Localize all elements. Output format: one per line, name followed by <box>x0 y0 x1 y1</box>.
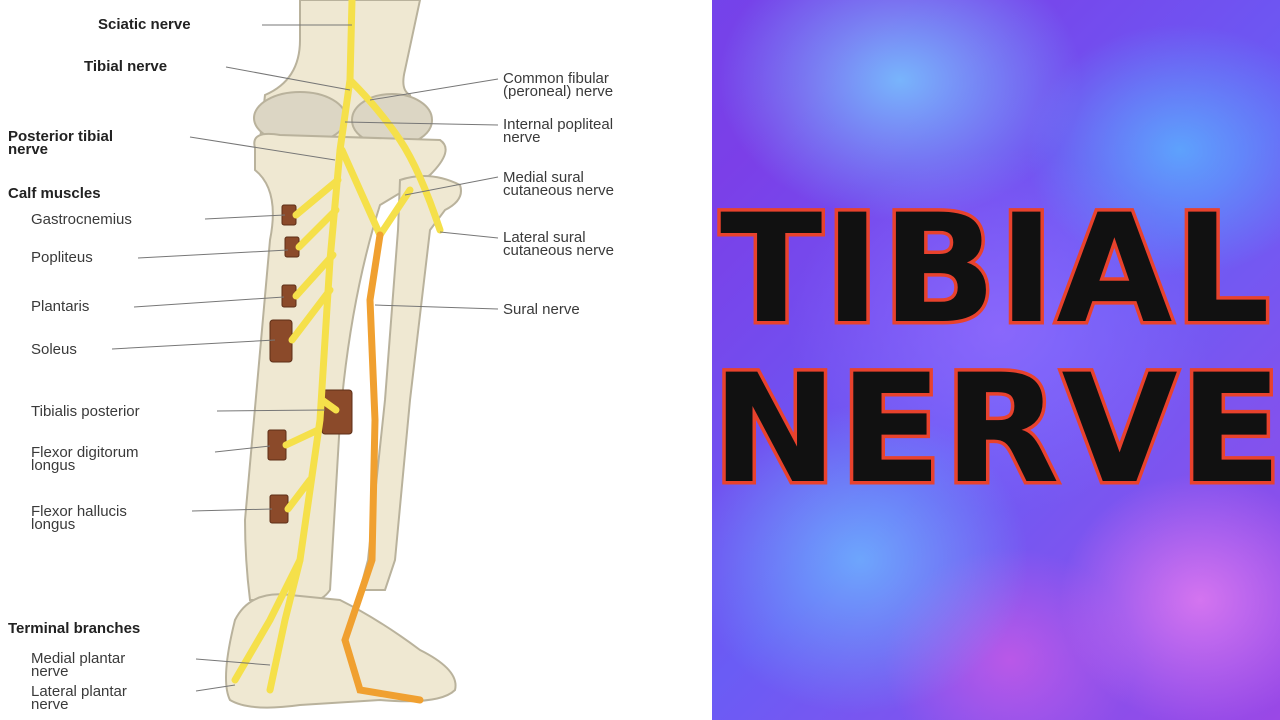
popliteus-branch <box>295 206 340 251</box>
leader-fhl <box>191 508 273 512</box>
label-internal-popliteal-nerve: Internal popliteal nerve <box>503 116 614 146</box>
title-line-nerve: NERVE <box>709 343 1280 517</box>
label-soleus: Soleus <box>31 341 77 358</box>
label-sciatic-nerve: Sciatic nerve <box>98 16 191 33</box>
leader-soleus <box>111 339 276 350</box>
label-medial-plantar-nerve: Medial plantar nerve <box>31 650 126 680</box>
leader-sural <box>374 304 499 310</box>
leader-post-tibial <box>189 136 336 161</box>
label-popliteus: Popliteus <box>31 249 93 266</box>
label-lateral-sural-cutaneous-nerve: Lateral sural cutaneous nerve <box>503 229 614 259</box>
sciatic-trunk <box>231 0 356 684</box>
label-plantaris: Plantaris <box>31 298 90 315</box>
leader-lateral-plantar <box>195 684 236 692</box>
title-block: TIBIAL NERVE <box>709 0 1280 720</box>
label-gastrocnemius: Gastrocnemius <box>31 211 132 228</box>
label-tibialis-posterior: Tibialis posterior <box>31 403 140 420</box>
title-line-tibial: TIBIAL <box>717 183 1274 357</box>
sural-nerve <box>341 231 424 704</box>
leader-lateral-sural <box>439 231 499 239</box>
medial-plantar-branch <box>266 556 304 694</box>
label-calf-muscles: Calf muscles <box>8 185 101 202</box>
label-lateral-plantar-nerve: Lateral plantar nerve <box>31 683 127 713</box>
leader-gastrocnemius <box>204 214 286 220</box>
label-sural-nerve: Sural nerve <box>503 301 580 318</box>
foot-bone <box>225 593 457 709</box>
label-medial-sural-cutaneous-nerve: Medial sural cutaneous nerve <box>503 169 614 199</box>
leader-fdl <box>214 445 271 453</box>
leader-plantaris <box>133 296 285 308</box>
plantaris-branch <box>292 251 337 300</box>
leader-common-fibular <box>369 78 499 101</box>
common-fibular-branch <box>346 76 444 234</box>
leader-popliteus <box>137 249 289 259</box>
fdl-branch <box>282 426 322 449</box>
fibula-bone <box>358 175 462 591</box>
label-terminal-branches: Terminal branches <box>8 620 141 637</box>
soleus-branch <box>288 286 334 344</box>
leader-tib-post <box>216 409 326 412</box>
diagram-panel: Sciatic nerve Tibial nerve Posterior tib… <box>0 0 712 720</box>
leader-medial-sural <box>404 176 499 196</box>
fhl-branch <box>284 476 314 513</box>
leader-tibial <box>225 66 351 91</box>
label-flexor-digitorum-longus: Flexor digitorum longus <box>31 444 139 474</box>
tibialis-posterior-branch <box>318 396 340 414</box>
tibial-nerve-diagram <box>111 0 499 709</box>
label-common-fibular-nerve: Common fibular (peroneal) nerve <box>503 70 614 100</box>
leader-lines <box>111 24 499 692</box>
label-posterior-tibial-nerve: Posterior tibial nerve <box>8 128 114 158</box>
gastrocnemius-branch <box>292 176 342 219</box>
leader-internal-popliteal <box>344 121 499 126</box>
leader-medial-plantar <box>195 658 271 666</box>
label-flexor-hallucis-longus: Flexor hallucis longus <box>31 503 127 533</box>
label-tibial-nerve: Tibial nerve <box>84 58 168 75</box>
tibial-nerve-branches <box>231 0 444 694</box>
